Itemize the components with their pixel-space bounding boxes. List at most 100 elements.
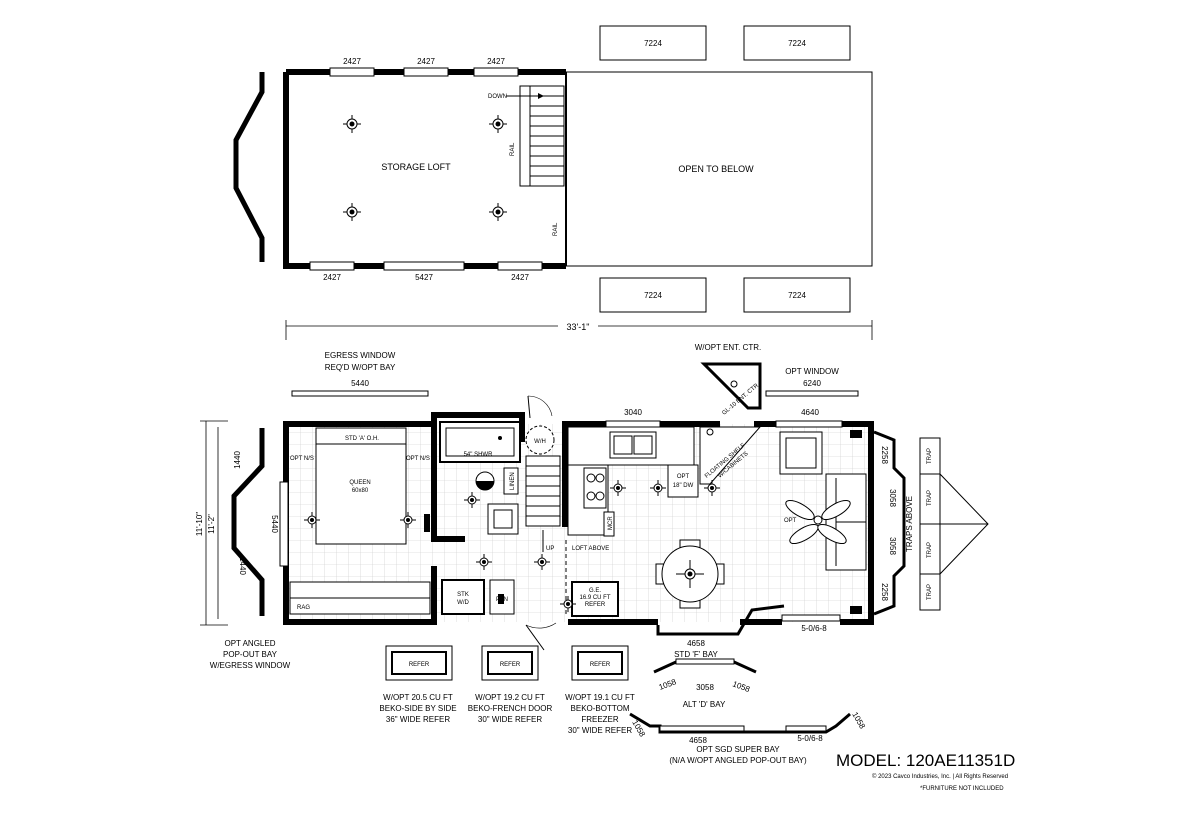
- skylight-box: [599, 277, 707, 313]
- end-window-size: 3058: [888, 537, 897, 555]
- std-oh-label: STD 'A' O.H.: [345, 436, 379, 442]
- opt-window-size: 6240: [803, 379, 821, 388]
- bay-size-label: 1440: [238, 557, 247, 575]
- super-bay-size: 4658: [689, 736, 707, 745]
- egress-label: EGRESS WINDOW: [325, 351, 396, 360]
- refer-label: G.E.: [589, 588, 601, 594]
- bay-size-label: 1440: [233, 451, 242, 469]
- d-bay-size: 1058: [731, 679, 751, 694]
- wd-label: W/D: [457, 600, 469, 606]
- wh-label: W/H: [534, 439, 546, 445]
- super-bay-size: 1058: [850, 711, 867, 731]
- storage-loft-label: STORAGE LOFT: [381, 162, 451, 172]
- loft-above-label: LOFT ABOVE: [572, 546, 609, 552]
- alt-d-bay: 1058 3058 1058 ALT 'D' BAY: [653, 658, 757, 709]
- microwave: [603, 511, 615, 537]
- ceiling-light-icon: [489, 203, 507, 221]
- angled-bay-label: OPT ANGLED: [225, 639, 276, 648]
- refer-option-desc: BEKO-FRENCH DOOR: [468, 704, 553, 713]
- gable-end-outline: [233, 72, 265, 262]
- mcr-label: MCR: [608, 516, 614, 530]
- egress-window: [291, 390, 429, 397]
- window-3040-label: 3040: [624, 408, 642, 417]
- ceiling-light-icon: [464, 492, 480, 508]
- window-size-label: 2427: [323, 273, 341, 282]
- loft-window: [309, 261, 355, 271]
- ceiling-light-icon: [400, 512, 416, 528]
- dishwasher: [667, 464, 699, 498]
- vanity-sink: [487, 503, 519, 535]
- skylight-label: 7224: [788, 39, 806, 48]
- overall-length-label: 33'-1": [567, 322, 590, 332]
- window-4640-label: 4640: [801, 408, 819, 417]
- dw-label: 18" DW: [673, 483, 694, 489]
- opt-window-label: OPT WINDOW: [785, 367, 839, 376]
- down-arrowhead: [538, 93, 544, 99]
- ceiling-light-icon: [534, 554, 550, 570]
- skylight-box: [599, 25, 707, 61]
- width-inner-label: 11'-2": [207, 514, 216, 534]
- loft-window: [473, 67, 519, 77]
- super-bay: 1058 4658 5-0/6-8 1058 OPT SGD SUPER BAY…: [629, 711, 867, 765]
- stk-label: STK: [457, 592, 469, 598]
- fan-opt-label: OPT: [784, 518, 797, 524]
- angled-bay-label: W/EGRESS WINDOW: [210, 661, 291, 670]
- refer-label: 16.9 CU FT: [579, 595, 610, 601]
- refer-options: REFER W/OPT 20.5 CU FT BEKO-SIDE BY SIDE…: [379, 645, 635, 735]
- f-bay-label: STD 'F' BAY: [674, 650, 718, 659]
- model-label: MODEL: 120AE11351D: [836, 751, 1015, 770]
- egress-label: REQ'D W/OPT BAY: [325, 363, 396, 372]
- ceiling-light-icon: [343, 115, 361, 133]
- end-window-size: 2258: [880, 583, 889, 601]
- end-window-size: 3058: [888, 489, 897, 507]
- refer-option-label: REFER: [409, 662, 430, 668]
- angled-bay-label: POP-OUT BAY: [223, 650, 278, 659]
- loft-window: [403, 67, 449, 77]
- dw-label: OPT: [677, 474, 690, 480]
- refer-option-desc: FREEZER: [581, 715, 619, 724]
- refer-option-desc: BEKO-BOTTOM: [571, 704, 630, 713]
- interior-wall: [431, 412, 568, 625]
- water-heater: [525, 425, 555, 455]
- super-bay-label: OPT SGD SUPER BAY: [696, 745, 780, 754]
- ceiling-light-icon: [610, 480, 626, 496]
- ceiling-fan-icon: [785, 499, 851, 545]
- refer-option-desc: BEKO-SIDE BY SIDE: [379, 704, 456, 713]
- ceiling-light-icon: [489, 115, 507, 133]
- skylight-box: [743, 277, 851, 313]
- bed-label: QUEEN: [349, 480, 370, 486]
- shower: [439, 421, 521, 463]
- super-bay-size: 5-0/6-8: [797, 734, 823, 743]
- loft-window: [497, 261, 543, 271]
- refer-option-label: REFER: [500, 662, 521, 668]
- loft-window: [383, 261, 465, 271]
- f-bay-outline: [656, 604, 785, 636]
- down-label: DOWN: [488, 94, 507, 100]
- egress-window-size: 5440: [351, 379, 369, 388]
- trap-label: TRAP: [927, 542, 933, 558]
- bay-size-label: 5440: [270, 515, 279, 533]
- armchair: [779, 431, 823, 475]
- refer-label: REFER: [585, 602, 606, 608]
- skylight-label: 7224: [644, 39, 662, 48]
- window-3040: [605, 420, 661, 428]
- refer-option-desc: 36" WIDE REFER: [386, 715, 450, 724]
- queen-bed: [315, 427, 407, 545]
- ent-ctr-label: W/OPT ENT. CTR.: [695, 343, 762, 352]
- d-bay-label: ALT 'D' BAY: [683, 700, 726, 709]
- width-outer-label: 11'-10": [195, 512, 204, 536]
- window-size-label: 5427: [415, 273, 433, 282]
- dresser: [424, 514, 430, 532]
- super-bay-label: (N/A W/OPT ANGLED POP-OUT BAY): [669, 756, 807, 765]
- d-bay-size: 1058: [658, 677, 678, 692]
- sliding-glass-door: [781, 614, 841, 622]
- skylight-label: 7224: [644, 291, 662, 300]
- window-4640: [775, 420, 843, 428]
- stair: [525, 455, 561, 527]
- window-size-label: 2427: [511, 273, 529, 282]
- ceiling-light-icon: [650, 480, 666, 496]
- entry-door-swing: [525, 624, 545, 651]
- range-icon: [583, 467, 607, 509]
- main-floor-plan: 33'-1" EGRESS WINDOW REQ'D W/OPT BAY 544…: [195, 320, 989, 670]
- ceiling-light-icon: [304, 512, 320, 528]
